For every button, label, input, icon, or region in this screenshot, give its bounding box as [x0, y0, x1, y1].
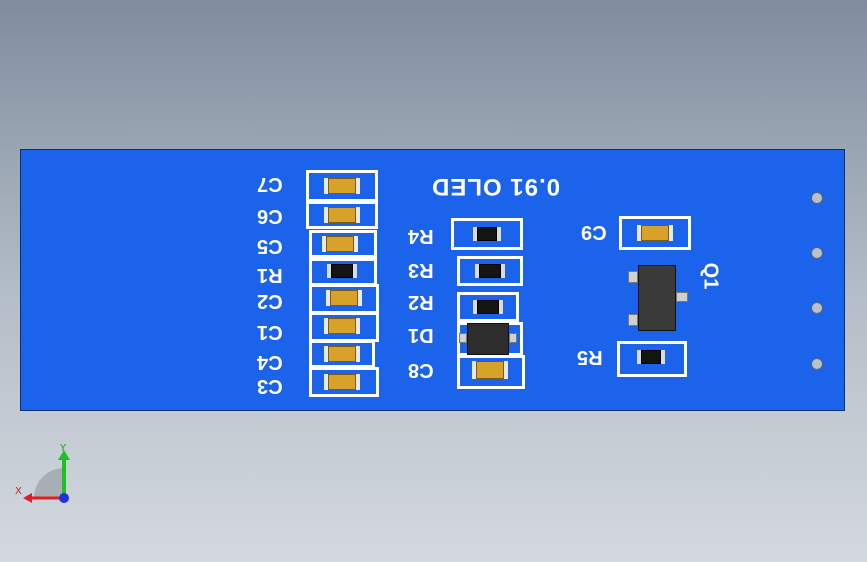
label-c6: C6	[257, 205, 283, 227]
label-c8: C8	[408, 359, 434, 381]
footprint-c3	[309, 367, 379, 397]
label-c3: C3	[257, 375, 283, 397]
header-hole-3	[811, 302, 823, 314]
label-c5: C5	[257, 235, 283, 257]
capacitor-c4	[324, 346, 360, 362]
label-r3: R3	[408, 259, 434, 281]
resistor-r1	[327, 264, 357, 278]
transistor-q1-pin-2	[628, 314, 638, 326]
label-r2: R2	[408, 291, 434, 313]
triad-z-axis	[59, 493, 69, 503]
footprint-c9	[619, 216, 691, 250]
label-c7: C7	[257, 173, 283, 195]
capacitor-c1	[324, 318, 360, 334]
label-c9: C9	[581, 221, 607, 243]
capacitor-c6	[324, 207, 360, 223]
diode-d1	[467, 323, 509, 355]
diode-d1-pin-right	[509, 333, 517, 343]
label-q1: Q1	[699, 262, 722, 290]
label-r1: R1	[257, 264, 283, 286]
pcb-board: 0.91 OLED C7 C6 C5 R1 C2 C1 C4 C3 R4 R3 …	[20, 149, 845, 411]
footprint-r3	[457, 256, 523, 286]
label-c4: C4	[257, 351, 283, 373]
header-hole-4	[811, 358, 823, 370]
board-title: 0.91 OLED	[431, 173, 561, 200]
label-d1: D1	[408, 324, 434, 346]
footprint-c7	[306, 170, 378, 202]
triad-plane-shade	[34, 468, 64, 498]
label-r4: R4	[408, 225, 434, 247]
resistor-r2	[473, 300, 503, 314]
label-r5: R5	[577, 346, 603, 368]
transistor-q1-pin-3	[676, 292, 688, 302]
transistor-q1-pin-1	[628, 271, 638, 283]
axis-triad	[23, 450, 70, 503]
transistor-q1	[638, 265, 676, 331]
capacitor-c5	[322, 236, 358, 252]
triad-x-label: X	[15, 486, 22, 497]
resistor-r5	[637, 350, 665, 364]
capacitor-c7	[324, 178, 360, 194]
capacitor-c8	[472, 361, 508, 379]
footprint-r5	[617, 341, 687, 377]
triad-y-arrow	[58, 450, 70, 460]
resistor-r4	[473, 227, 501, 241]
diode-d1-pin-left	[459, 333, 467, 343]
capacitor-c2	[326, 290, 362, 306]
resistor-r3	[475, 264, 505, 278]
triad-x-arrow	[23, 493, 32, 503]
triad-y-label: Y	[60, 443, 67, 454]
capacitor-c3	[324, 374, 360, 390]
label-c2: C2	[257, 290, 283, 312]
capacitor-c9	[637, 225, 673, 241]
label-c1: C1	[257, 321, 283, 343]
header-hole-2	[811, 247, 823, 259]
header-hole-1	[811, 192, 823, 204]
